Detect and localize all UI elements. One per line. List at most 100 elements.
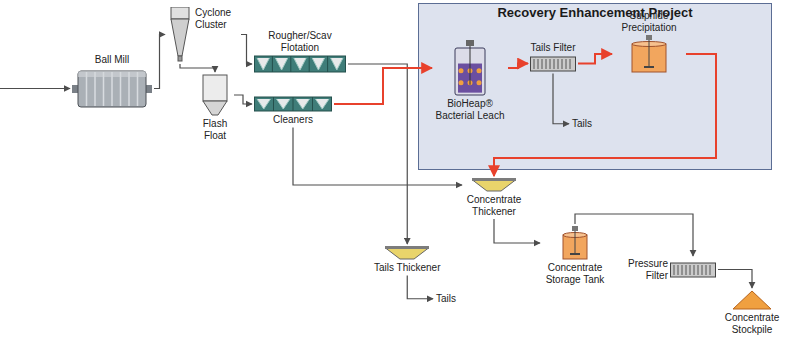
drawing-part [678, 265, 679, 275]
connectors [154, 35, 752, 289]
drawing-part [178, 56, 182, 61]
process-unit: BioHeap® Bacterial Leach [432, 38, 508, 123]
filter-press [531, 57, 576, 71]
drawing-part [542, 59, 543, 69]
project-band: Recovery Enhancement ProjectBioHeap® Bac… [418, 3, 772, 170]
drawing-part [477, 80, 482, 85]
recovery-stream [494, 54, 716, 176]
unit-label: BioHeap® Bacterial Leach [434, 98, 506, 121]
drawing-part [331, 58, 343, 70]
thickener-cone [386, 248, 429, 259]
drawing-part [290, 56, 291, 72]
filter-press [671, 263, 716, 277]
drawing-part [103, 72, 105, 106]
unit-label: Flash Float [198, 118, 232, 141]
drawing-part [690, 265, 691, 275]
process-unit: Concentrate Thickener [462, 176, 526, 219]
process-stream [293, 128, 462, 186]
drawing-part [466, 40, 474, 46]
filter-icon [670, 262, 716, 278]
unit-label: Tails Filter [530, 42, 575, 54]
stockpile-heap [733, 291, 771, 309]
process-stream [494, 219, 540, 243]
stream-label: Tails [436, 293, 456, 305]
drawing-part [309, 56, 310, 72]
drawing-part [111, 72, 113, 106]
pile-icon [732, 290, 772, 310]
drawing-part [312, 58, 324, 70]
thickener-icon [385, 246, 429, 260]
drawing-part [682, 265, 683, 275]
drawing-part [644, 66, 654, 68]
cyclone-cone [171, 19, 189, 56]
drawing-part [470, 46, 471, 85]
drawing-part [534, 59, 535, 69]
drawing-part [472, 178, 516, 181]
drawing-part [120, 72, 122, 106]
drawing-part [477, 68, 482, 73]
process-stream [575, 214, 693, 256]
tank-icon [561, 226, 589, 260]
drawing-part [94, 72, 96, 106]
tails-leader [553, 74, 569, 124]
drawing-part [649, 40, 650, 67]
process-unit: Sulphide Precipitation [612, 8, 686, 75]
flash-cell [203, 75, 227, 101]
cyclone-head [171, 7, 189, 19]
process-unit: Ball Mill [70, 52, 154, 112]
drawing-part [572, 226, 578, 231]
mill-shell [78, 71, 146, 107]
drawing-part [674, 265, 675, 275]
unit-label: Cyclone Cluster [195, 7, 239, 30]
unit-label: Pressure Filter [622, 258, 668, 281]
unit-label: Concentrate Stockpile [722, 312, 782, 335]
drawing-part [562, 59, 563, 69]
cells-icon [254, 55, 346, 73]
drawing-part [137, 72, 139, 106]
process-unit: Tails Filter [528, 40, 578, 74]
process-unit: Rougher/Scav Flotation [252, 28, 348, 75]
drawing-part [128, 72, 130, 106]
drawing-part [550, 59, 551, 69]
drawing-part [646, 35, 652, 40]
drawing-part [686, 265, 687, 275]
drawing-part [546, 59, 547, 69]
drawing-part [459, 80, 464, 85]
unit-label: Sulphide Precipitation [614, 10, 684, 33]
feed-line [0, 88, 70, 89]
trunnion [72, 85, 78, 93]
drawing-part [698, 265, 699, 275]
drawing-part [86, 72, 88, 106]
flotation-cells [255, 56, 346, 72]
drawing-part [316, 99, 330, 109]
drawing-part [702, 265, 703, 275]
recovery-stream [334, 68, 432, 104]
process-stream [718, 270, 752, 289]
filter-icon [530, 56, 576, 72]
trunnion [146, 85, 152, 93]
band-title: Recovery Enhancement Project [418, 3, 772, 21]
process-stream [180, 64, 215, 72]
flotation-cells [255, 97, 332, 111]
unit-label: Ball Mill [95, 54, 129, 66]
process-unit: Cyclone Cluster [165, 5, 241, 64]
unit-label: Concentrate Storage Tank [542, 262, 608, 285]
layout-lines [0, 74, 569, 299]
process-unit: Flash Float [196, 72, 234, 143]
drawing-part [273, 97, 274, 111]
drawing-part [312, 97, 313, 111]
process-unit: Concentrate Stockpile [720, 288, 784, 337]
thickener-cone [473, 180, 516, 191]
drawing-part [294, 58, 306, 70]
drawing-part [327, 56, 328, 72]
cells-icon [254, 96, 332, 112]
project-band-fill [419, 4, 772, 170]
unit-label: Tails Thickener [374, 262, 441, 274]
process-unit: Cleaners [252, 94, 334, 128]
drawing-part [554, 59, 555, 69]
bioheap-icon [453, 40, 487, 96]
mill-icon [72, 68, 152, 110]
